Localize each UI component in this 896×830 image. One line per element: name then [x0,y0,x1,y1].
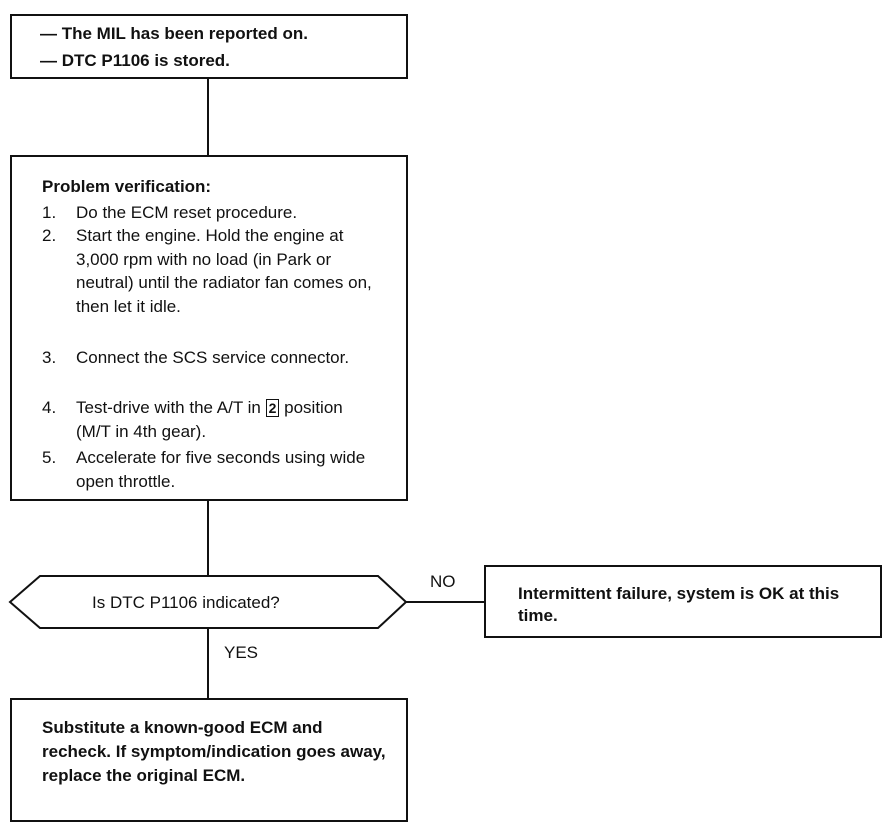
decision-question: Is DTC P1106 indicated? [92,593,280,612]
step-number: 2. [42,226,57,245]
start-condition-box: — The MIL has been reported on. — DTC P1… [10,14,408,79]
step-text: Connect the SCS service connector. [76,348,350,367]
start-condition-line-2: — DTC P1106 is stored. [40,51,230,70]
decision-hexagon [8,575,408,629]
step-text-after: position (M/T in 4th gear). [76,398,343,441]
start-condition-line-1: — The MIL has been reported on. [40,24,308,43]
step-number: 3. [42,348,57,367]
verification-title: Problem verification: [42,177,212,196]
substitute-ecm-box: Substitute a known-good ECM and recheck.… [10,698,408,822]
decision-no-label: NO [430,572,456,591]
intermittent-failure-text: Intermittent failure, system is OK at th… [518,584,840,625]
step-text: Do the ECM reset procedure. [76,203,298,222]
gear-2-symbol: 2 [265,399,280,417]
substitute-ecm-text: Substitute a known-good ECM and recheck.… [42,718,386,785]
step-number: 4. [42,398,57,417]
step-number: 1. [42,203,57,222]
problem-verification-box: Problem verification: 1. Do the ECM rese… [10,155,408,501]
decision-yes-label: YES [224,643,259,662]
step-text: Start the engine. Hold the engine at 3,0… [76,226,372,316]
step-text-with-gear: Test-drive with the A/T in 2 position (M… [76,396,378,443]
step-text: Accelerate for five seconds using wide o… [76,448,366,491]
intermittent-failure-box: Intermittent failure, system is OK at th… [484,565,882,638]
step-text-before: Test-drive with the A/T in [76,398,261,417]
step-number: 5. [42,448,57,467]
